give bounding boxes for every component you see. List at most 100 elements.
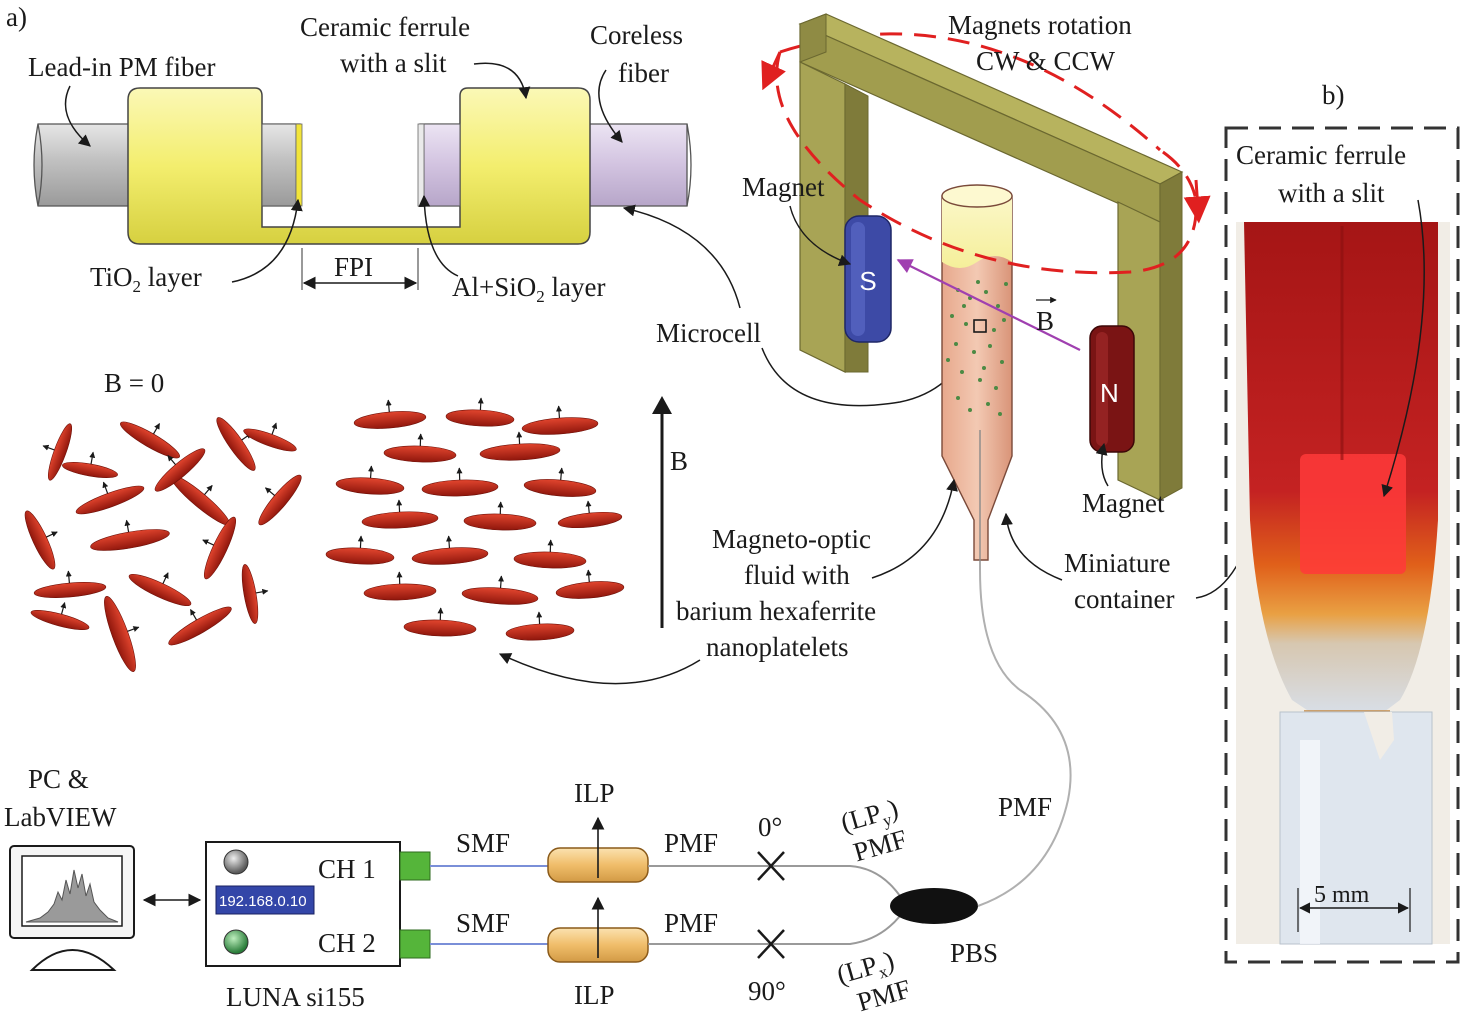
platelet-random (30, 602, 90, 630)
b-zero-label: B = 0 (104, 368, 164, 398)
platelet-aligned (325, 535, 395, 565)
platelet-random (168, 606, 232, 646)
ilp-top-label: ILP (574, 778, 615, 808)
fluid-label-line4: nanoplatelets (706, 632, 848, 662)
platelet-random (120, 421, 180, 459)
led-status-green (223, 929, 249, 955)
pmf-to-container (977, 569, 1072, 907)
ferrule-label-line1: Ceramic ferrule (300, 12, 470, 42)
rotation-label-line1: Magnets rotation (948, 10, 1132, 40)
platelet-aligned (505, 611, 575, 641)
platelet-random (241, 564, 269, 624)
pc-label-line2: LabVIEW (4, 802, 117, 832)
panel-label-b: b) (1322, 80, 1345, 110)
platelet-random (258, 474, 302, 526)
splice-90deg (757, 929, 785, 959)
spectrum-trace (25, 869, 119, 923)
alsio2-layer (417, 123, 425, 207)
platelet-aligned (383, 433, 457, 463)
ilp-bottom-label: ILP (574, 980, 615, 1010)
platelet-aligned (557, 500, 623, 529)
platelet-aligned (353, 399, 427, 429)
ceramic-ferrule (127, 87, 591, 245)
platelet-aligned (421, 467, 499, 497)
platelet-random (216, 417, 256, 471)
ilp-top (547, 816, 649, 883)
magnet-left-label: Magnet (742, 172, 825, 202)
tio2-layer (295, 123, 303, 207)
pole-s-label: S (859, 266, 876, 296)
luna-label: LUNA si155 (226, 982, 365, 1012)
pmf-top-path (648, 865, 901, 897)
ch2-label: CH 2 (318, 928, 376, 958)
pole-n-label: N (1100, 378, 1119, 408)
container-label-line1: Miniature (1064, 548, 1170, 578)
fluid-label-line1: Magneto-optic (712, 524, 871, 554)
platelet-aligned (445, 397, 515, 427)
container-label-line2: container (1074, 584, 1174, 614)
pmf-bottom-path (648, 915, 901, 945)
pmf-bottom-label: PMF (664, 908, 718, 938)
coreless-label-line1: Coreless (590, 20, 683, 50)
platelet-aligned (335, 465, 405, 495)
platelet-aligned (523, 467, 597, 497)
lead-in-fiber-label: Lead-in PM fiber (28, 52, 215, 82)
pmf-right-label: PMF (998, 792, 1052, 822)
ilp-bottom (547, 896, 649, 963)
platelets-random (24, 417, 302, 672)
splice-0deg (757, 851, 785, 881)
panel-label-a: a) (6, 2, 27, 32)
platelet-aligned (363, 571, 437, 601)
rotation-label-line2: CW & CCW (976, 46, 1116, 76)
platelet-aligned (555, 569, 625, 599)
pmf-top-label: PMF (664, 828, 718, 858)
platelet-random (24, 510, 58, 570)
platelet-aligned (463, 501, 537, 531)
platelet-random (104, 596, 140, 672)
ferrule-label-line2: with a slit (340, 48, 447, 78)
platelet-random (154, 448, 206, 492)
platelet-aligned (479, 431, 561, 461)
platelets-aligned (325, 397, 625, 641)
luna-display (215, 885, 315, 915)
ferrule-photo (1236, 222, 1450, 945)
platelet-aligned (461, 575, 539, 605)
photo-caption-line2: with a slit (1278, 178, 1385, 208)
photo-caption-line1: Ceramic ferrule (1236, 140, 1406, 170)
platelet-aligned (521, 405, 599, 435)
platelet-random (62, 451, 118, 478)
connector-ch1 (399, 851, 431, 881)
luna-interrogator: 192.168.0.10 (205, 841, 401, 967)
angle-0-label: 0° (758, 812, 782, 842)
magnet-assembly (761, 13, 1211, 570)
photo-frame (1224, 126, 1460, 964)
pc-monitor (9, 845, 135, 971)
alsio2-label: Al+SiO2 layer (452, 272, 605, 306)
fluid-label-line2: fluid with (744, 560, 850, 590)
platelet-random (75, 481, 145, 515)
scale-bar-label: 5 mm (1314, 882, 1370, 908)
magnet-right-label: Magnet (1082, 488, 1165, 518)
smf-bottom-label: SMF (456, 908, 510, 938)
pbs (890, 888, 978, 924)
platelet-random (90, 519, 170, 551)
led-status-gray (223, 849, 249, 875)
connector-ch2 (399, 929, 431, 959)
pc-label-line1: PC & (28, 764, 89, 794)
b-axis-label: B (670, 446, 688, 476)
platelet-random (128, 572, 192, 607)
field-vector-label: B (1036, 306, 1054, 336)
microcell-label: Microcell (656, 318, 761, 348)
platelet-random (202, 516, 237, 580)
fpi-label: FPI (334, 252, 373, 282)
pbs-label: PBS (950, 938, 998, 968)
platelet-aligned (403, 607, 477, 637)
platelet-aligned (513, 539, 587, 569)
tio2-label: TiO2 layer (90, 262, 202, 296)
fluid-label-line3: barium hexaferrite (676, 596, 876, 626)
platelet-aligned (411, 535, 489, 565)
ch1-label: CH 1 (318, 854, 376, 884)
platelet-random (42, 423, 73, 481)
platelet-random (243, 422, 297, 452)
